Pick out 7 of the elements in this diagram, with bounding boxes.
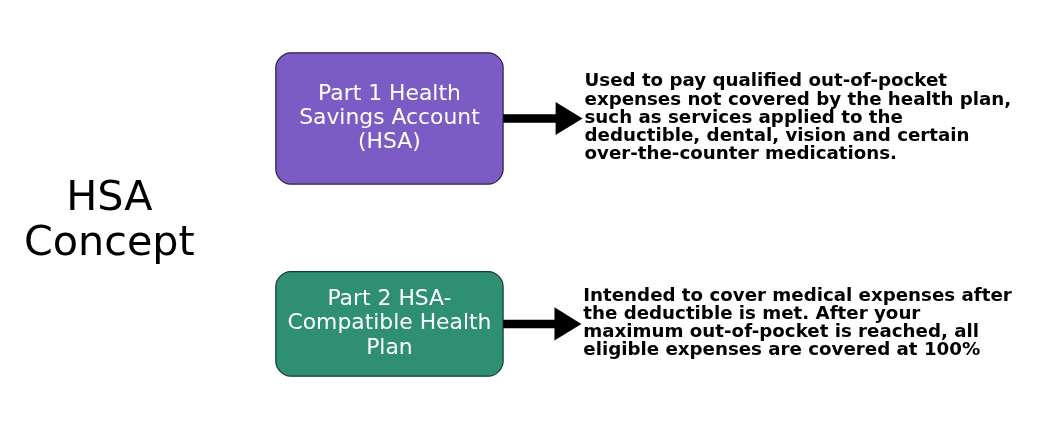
label: HSA Concept [23, 171, 195, 265]
node-box: Part 1 Health Savings Account (HSA) [275, 52, 504, 185]
arrow [503, 307, 582, 341]
node-text: Intended to cover medical expenses after the deductible is met. After your maximum out-of-pocket is reached, all eligible expenses are covered at 100% [583, 283, 1012, 360]
arrow [503, 101, 583, 135]
node-box: Part 2 HSA-Compatible Health Plan [275, 271, 504, 377]
node-text: Used to pay qualified out-of-pocket expenses not covered by the health plan, such as services applied to the deductible, dental, vision and certain over-the-counter medications. [584, 69, 1012, 164]
